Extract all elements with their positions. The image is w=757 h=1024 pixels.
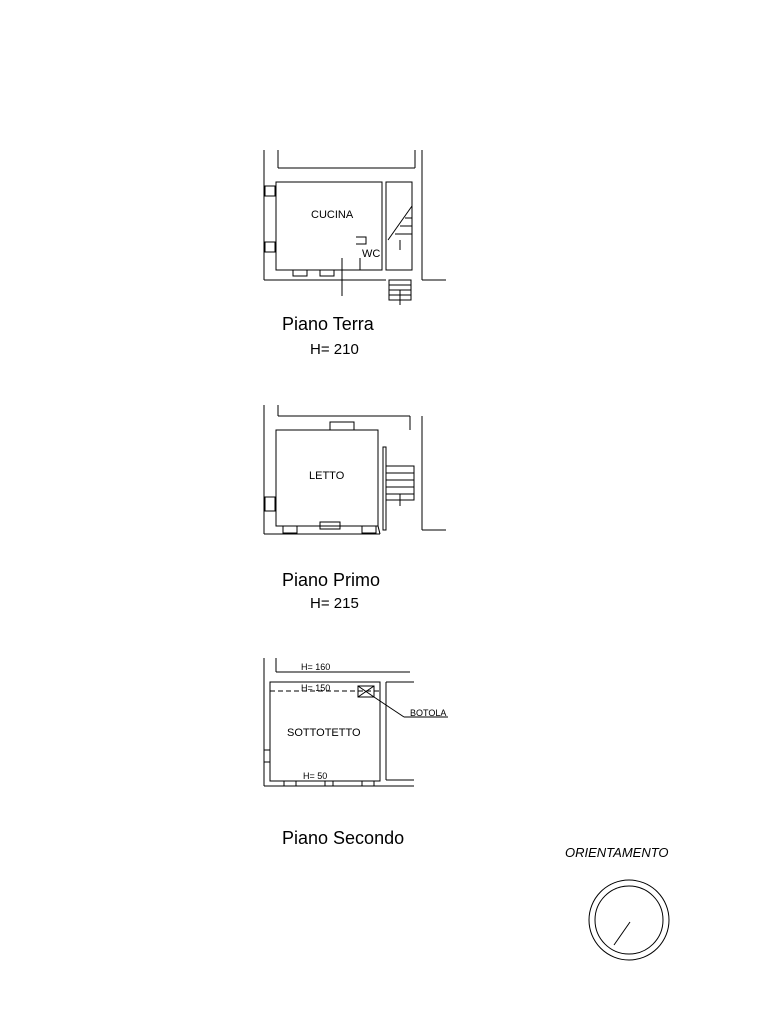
floor-caption-piano-secondo: Piano Secondo bbox=[282, 828, 405, 848]
annotation-h150: H= 150 bbox=[301, 683, 330, 693]
annotation-h160: H= 160 bbox=[301, 662, 330, 672]
floor-height-piano-terra: H= 210 bbox=[310, 341, 359, 358]
floor-caption-piano-terra: Piano Terra bbox=[282, 314, 374, 334]
plan-piano-secondo: H= 160 H= 150 H= 50 BOTOLA SOTTOTETTO bbox=[263, 658, 448, 787]
room-label-sottotetto: SOTTOTETTO bbox=[287, 727, 361, 739]
annotation-botola: BOTOLA bbox=[410, 708, 446, 718]
compass-icon bbox=[588, 879, 670, 961]
annotation-h50: H= 50 bbox=[303, 771, 327, 781]
plan-piano-primo: LETTO bbox=[263, 405, 446, 535]
floor-height-piano-primo: H= 215 bbox=[310, 595, 359, 612]
orientation-label: ORIENTAMENTO bbox=[565, 845, 669, 860]
room-label-cucina: CUCINA bbox=[311, 209, 354, 221]
plan-piano-terra: CUCINA WC bbox=[263, 150, 446, 305]
room-label-wc: WC bbox=[362, 248, 380, 260]
floor-caption-piano-primo: Piano Primo bbox=[282, 570, 381, 590]
room-label-letto: LETTO bbox=[309, 470, 345, 482]
